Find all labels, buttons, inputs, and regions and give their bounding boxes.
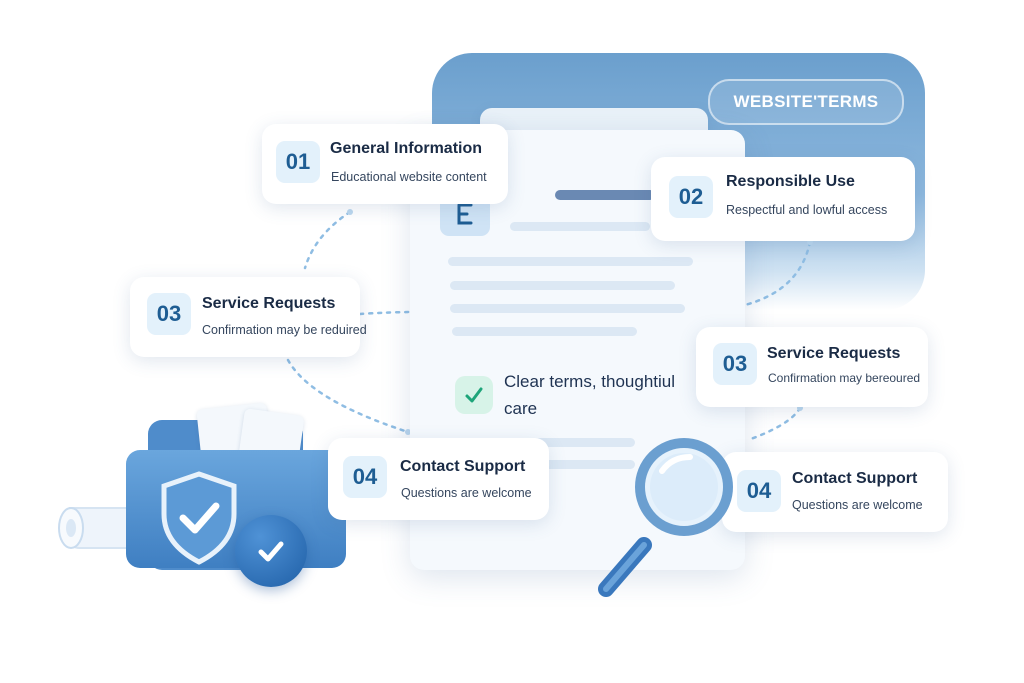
card-subtitle: Respectful and lowful access bbox=[726, 203, 888, 217]
document-caption: Clear terms, thoughtiul care bbox=[504, 372, 676, 418]
card-subtitle: Confirmation may bereoured bbox=[768, 371, 921, 385]
card-title: Service Requests bbox=[767, 345, 901, 362]
card-subtitle: Educational website content bbox=[331, 170, 487, 184]
card-title: Contact Support bbox=[792, 470, 918, 487]
card-contact-support: 04 Contact Support Questions are welcome bbox=[328, 438, 549, 520]
card-service-requests: 03 Service Requests Confirmation may be … bbox=[130, 277, 367, 357]
card-contact-support-2: 04 Contact Support Questions are welcome bbox=[722, 452, 948, 532]
card-service-requests-2: 03 Service Requests Confirmation may ber… bbox=[696, 327, 928, 407]
card-subtitle: Confirmation may be reduired bbox=[202, 323, 367, 337]
card-subtitle: Questions are welcome bbox=[401, 486, 532, 500]
document-line bbox=[510, 222, 650, 231]
card-number: 04 bbox=[737, 470, 781, 512]
card-responsible-use: 02 Responsible Use Respectful and lowful… bbox=[651, 157, 915, 241]
shield-check-icon bbox=[161, 471, 237, 565]
document-line bbox=[470, 438, 635, 447]
document-line bbox=[470, 460, 635, 469]
card-number: 03 bbox=[713, 343, 757, 385]
card-number: 02 bbox=[669, 176, 713, 218]
card-subtitle: Questions are welcome bbox=[792, 498, 923, 512]
document-title-bar bbox=[555, 190, 655, 200]
card-number: 03 bbox=[147, 293, 191, 335]
card-number: 04 bbox=[343, 456, 387, 498]
website-terms-label: WEBSITE'TERMS bbox=[708, 79, 904, 125]
card-title: Contact Support bbox=[400, 458, 526, 475]
magnifier-icon bbox=[598, 438, 733, 597]
card-title: General Information bbox=[330, 140, 483, 157]
card-title: Responsible Use bbox=[726, 173, 855, 190]
card-general-information: 01 General Information Educational websi… bbox=[262, 124, 508, 204]
document-line bbox=[448, 257, 693, 266]
card-number: 01 bbox=[276, 141, 320, 183]
checkmark-icon bbox=[455, 376, 493, 414]
check-badge-icon bbox=[235, 515, 307, 587]
document-line bbox=[450, 304, 685, 313]
card-title: Service Requests bbox=[202, 295, 336, 312]
document-line bbox=[452, 327, 637, 336]
document-line bbox=[450, 281, 675, 290]
